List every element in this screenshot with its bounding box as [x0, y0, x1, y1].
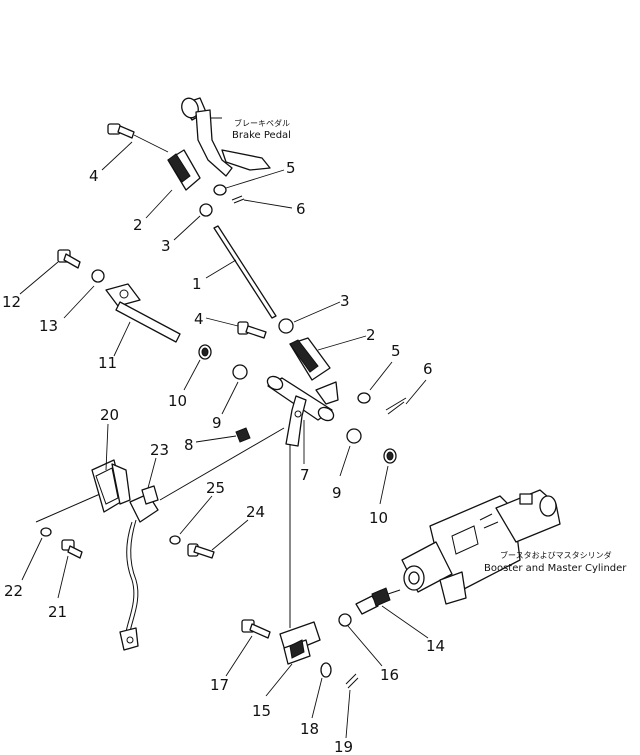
callout-13: 13	[39, 317, 58, 335]
callout-25: 25	[206, 479, 225, 497]
callout-5-upper: 5	[286, 159, 296, 177]
washer-part-5-middle	[357, 392, 371, 404]
callout-3-upper: 3	[161, 237, 171, 255]
callout-9-right: 9	[332, 484, 342, 502]
callout-18: 18	[300, 720, 319, 738]
callout-5-middle: 5	[391, 342, 401, 360]
callout-22: 22	[4, 582, 23, 600]
callout-24: 24	[246, 503, 265, 521]
rod-end-part-14	[355, 587, 401, 615]
callout-2-middle: 2	[366, 326, 376, 344]
connecting-line-23-7	[159, 427, 285, 501]
callout-8: 8	[184, 436, 194, 454]
clevis-part-2-middle	[289, 337, 331, 381]
callout-11: 11	[98, 354, 117, 372]
callout-16: 16	[380, 666, 399, 684]
sensor-part-23	[119, 485, 159, 651]
brake-pedal-jp-label: ブレーキペダル	[234, 118, 290, 128]
callout-7: 7	[300, 466, 310, 484]
booster-master-cylinder	[401, 489, 561, 605]
brake-pedal	[181, 97, 271, 177]
callout-4-middle: 4	[194, 310, 204, 328]
washer-part-18	[320, 662, 332, 678]
clevis-part-15	[279, 621, 321, 665]
washer-part-13	[91, 269, 105, 283]
bolt-part-12	[57, 249, 81, 269]
callout-numbers: 4 5 6 2 3 1 12 13 3 4 2 11 5 6 10 9 20 8…	[2, 159, 445, 755]
callout-2-upper: 2	[133, 216, 143, 234]
bolt-part-21	[61, 539, 83, 559]
callout-6-middle: 6	[423, 360, 433, 378]
callout-6-upper: 6	[296, 200, 306, 218]
washer-part-22	[40, 527, 52, 537]
callout-10-right: 10	[369, 509, 388, 527]
bracket-part-20	[91, 459, 131, 513]
callout-4-upper: 4	[89, 167, 99, 185]
nut-part-3-middle	[278, 318, 294, 334]
pin-part-6-middle	[385, 397, 407, 415]
callout-1: 1	[192, 275, 202, 293]
callout-14: 14	[426, 637, 445, 655]
brake-pedal-en-label: Brake Pedal	[232, 130, 291, 141]
callout-9-left: 9	[212, 414, 222, 432]
bushing-part-9-right	[346, 428, 362, 444]
bolt-part-4-upper	[107, 123, 169, 153]
callout-3-middle: 3	[340, 292, 350, 310]
clevis-part-2-upper	[167, 149, 201, 191]
bushing-part-9-left	[232, 364, 248, 380]
shaft-part-11	[105, 283, 181, 343]
pin-part-6-upper	[231, 195, 245, 204]
washer-part-25	[169, 535, 181, 545]
callout-23: 23	[150, 441, 169, 459]
callout-20: 20	[100, 406, 119, 424]
bolt-part-24	[187, 543, 215, 559]
callout-17: 17	[210, 676, 229, 694]
callout-15: 15	[252, 702, 271, 720]
callout-10-left: 10	[168, 392, 187, 410]
leader-lines	[19, 141, 429, 739]
bolt-part-17	[241, 619, 271, 639]
pin-part-19	[345, 673, 359, 689]
booster-jp-label: ブースタおよびマスタシリンダ	[500, 550, 612, 560]
nut-part-3-upper	[199, 203, 213, 217]
washer-part-5-upper	[213, 184, 227, 196]
connecting-line-22-20	[35, 493, 101, 523]
callout-12: 12	[2, 293, 21, 311]
screw-part-8	[235, 427, 251, 443]
callout-19: 19	[334, 738, 353, 755]
lever-part-7	[266, 375, 339, 447]
rod-part-1	[213, 225, 277, 319]
callout-21: 21	[48, 603, 67, 621]
nut-part-16	[338, 613, 352, 627]
bolt-part-4-middle	[237, 321, 267, 339]
booster-en-label: Booster and Master Cylinder	[484, 563, 627, 574]
